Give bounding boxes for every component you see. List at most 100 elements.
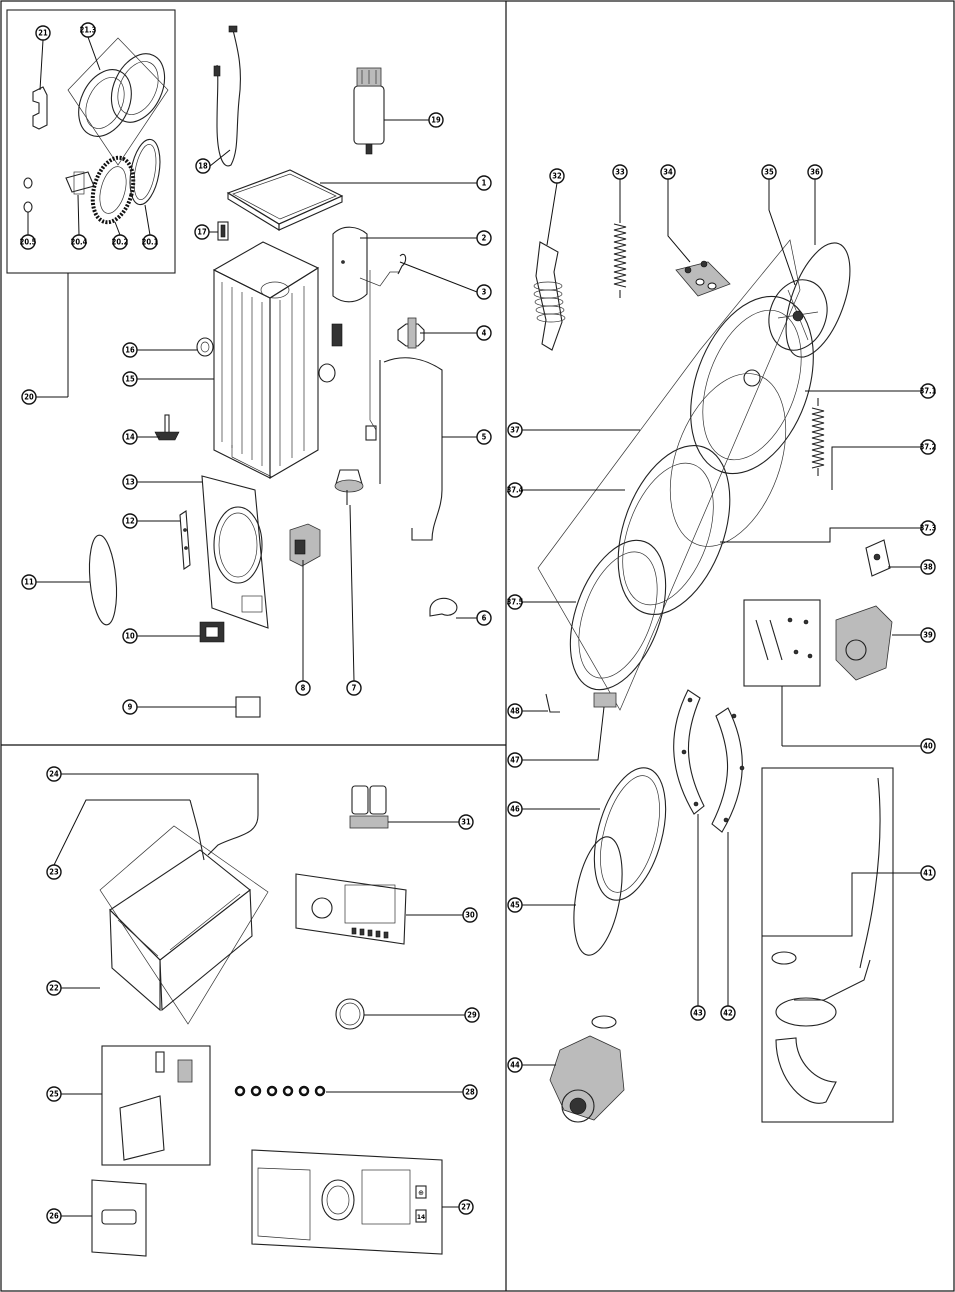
callout-circle-c5 [476, 429, 492, 445]
top-cover-part [226, 169, 344, 231]
callout-circle-c37 [507, 422, 523, 438]
callout-circle-c35 [761, 164, 777, 180]
callout-label-c38: 38 [923, 563, 933, 572]
callout-circle-c33 [612, 164, 628, 180]
callout-label-c371: 37.1 [920, 387, 937, 396]
callout-label-c10: 10 [125, 632, 135, 641]
callout-circle-c12 [122, 513, 138, 529]
misc-small-parts [88, 221, 458, 718]
callout-label-c34r: 34 [663, 168, 673, 177]
callout-label-c15: 15 [125, 375, 135, 384]
callout-label-c14: 14 [125, 433, 135, 442]
callout-circle-c16 [122, 342, 138, 358]
panel-temp-button: 14 [417, 1214, 425, 1221]
callout-label-c3: 3 [482, 288, 487, 297]
callout-label-c45: 45 [510, 901, 520, 910]
callout-circle-c39 [920, 627, 936, 643]
right-small-parts [549, 539, 920, 1123]
callout-circle-c202 [112, 234, 128, 250]
callout-circle-c2 [476, 230, 492, 246]
callout-label-c29: 29 [467, 1011, 477, 1020]
callout-circle-c40 [920, 738, 936, 754]
callout-circle-c25 [46, 1086, 62, 1102]
leader-c372 [831, 446, 928, 490]
callout-circle-c14 [122, 429, 138, 445]
callout-circle-c8 [295, 680, 311, 696]
callout-circle-c213 [80, 22, 96, 38]
callout-circle-c10 [122, 628, 138, 644]
callout-circle-c31 [458, 814, 474, 830]
leader-c3 [399, 261, 484, 293]
callout-label-c26: 26 [49, 1212, 59, 1221]
callout-circle-c32 [549, 168, 565, 184]
callout-circle-c3 [476, 284, 492, 300]
callout-label-c47: 47 [510, 756, 520, 765]
callout-circle-c373 [920, 520, 936, 536]
callout-label-c375: 37.5 [507, 598, 524, 607]
capacitor-part [353, 67, 385, 155]
leader-c47 [515, 706, 605, 761]
callout-label-c43: 43 [693, 1009, 703, 1018]
callout-circle-c205 [20, 234, 36, 250]
callout-circle-c204 [71, 234, 87, 250]
callout-label-c40: 40 [923, 742, 933, 751]
callout-circle-c42 [720, 1005, 736, 1021]
callout-circle-c6 [476, 610, 492, 626]
leader-c41 [762, 872, 928, 937]
callout-label-c5: 5 [482, 433, 487, 442]
inlet-hose-part [213, 25, 241, 167]
callout-circle-c375 [507, 594, 523, 610]
front-panel-part [201, 475, 269, 629]
callout-label-c13: 13 [125, 478, 135, 487]
leader-c35 [768, 172, 796, 286]
callout-label-c31: 31 [461, 818, 471, 827]
callout-label-c11: 11 [24, 578, 34, 587]
callout-circle-c7 [346, 680, 362, 696]
callout-label-c202: 20.2 [112, 238, 129, 247]
callout-circle-c34r [660, 164, 676, 180]
callout-circle-c46 [507, 801, 523, 817]
callout-circle-c43 [690, 1005, 706, 1021]
callout-label-c36: 36 [810, 168, 820, 177]
callout-circle-c20 [21, 389, 37, 405]
callout-label-c24: 24 [49, 770, 59, 779]
callout-circle-c30 [462, 907, 478, 923]
callout-label-c20: 20 [24, 393, 34, 402]
leader-c24 [54, 773, 259, 780]
callout-circle-c4 [476, 325, 492, 341]
callout-circle-c201 [142, 234, 158, 250]
callout-circle-c22 [46, 980, 62, 996]
callout-label-c48: 48 [510, 707, 520, 716]
leader-c23 [53, 799, 190, 872]
callout-circle-c45 [507, 897, 523, 913]
callout-label-c41: 41 [923, 869, 933, 878]
callout-label-c374: 37.4 [507, 486, 524, 495]
callout-circle-c41 [920, 865, 936, 881]
callout-label-c18: 18 [198, 162, 208, 171]
callout-circle-c38 [920, 559, 936, 575]
leader-c7 [349, 504, 355, 688]
callout-circle-c29 [464, 1007, 480, 1023]
callout-circle-c27 [458, 1199, 474, 1215]
callout-circle-c15 [122, 371, 138, 387]
callout-label-c42: 42 [723, 1009, 733, 1018]
callout-label-c19: 19 [431, 116, 441, 125]
callout-circle-c13 [122, 474, 138, 490]
callout-label-c373: 37.3 [920, 524, 937, 533]
panel-time-button: ⊕ [418, 1189, 424, 1197]
tub-assembly [533, 215, 851, 713]
callout-label-c204: 20.4 [71, 238, 88, 247]
callout-label-c16: 16 [125, 346, 135, 355]
dispenser-assembly [91, 775, 443, 1257]
leader-c32 [546, 176, 558, 246]
callout-label-c32: 32 [552, 172, 562, 181]
leader-c34r [667, 172, 691, 263]
callout-circle-c372 [920, 439, 936, 455]
callout-label-c4: 4 [482, 329, 487, 338]
callout-label-c30: 30 [465, 911, 475, 920]
callout-label-c27: 27 [461, 1203, 471, 1212]
leader-c21 [39, 33, 44, 91]
